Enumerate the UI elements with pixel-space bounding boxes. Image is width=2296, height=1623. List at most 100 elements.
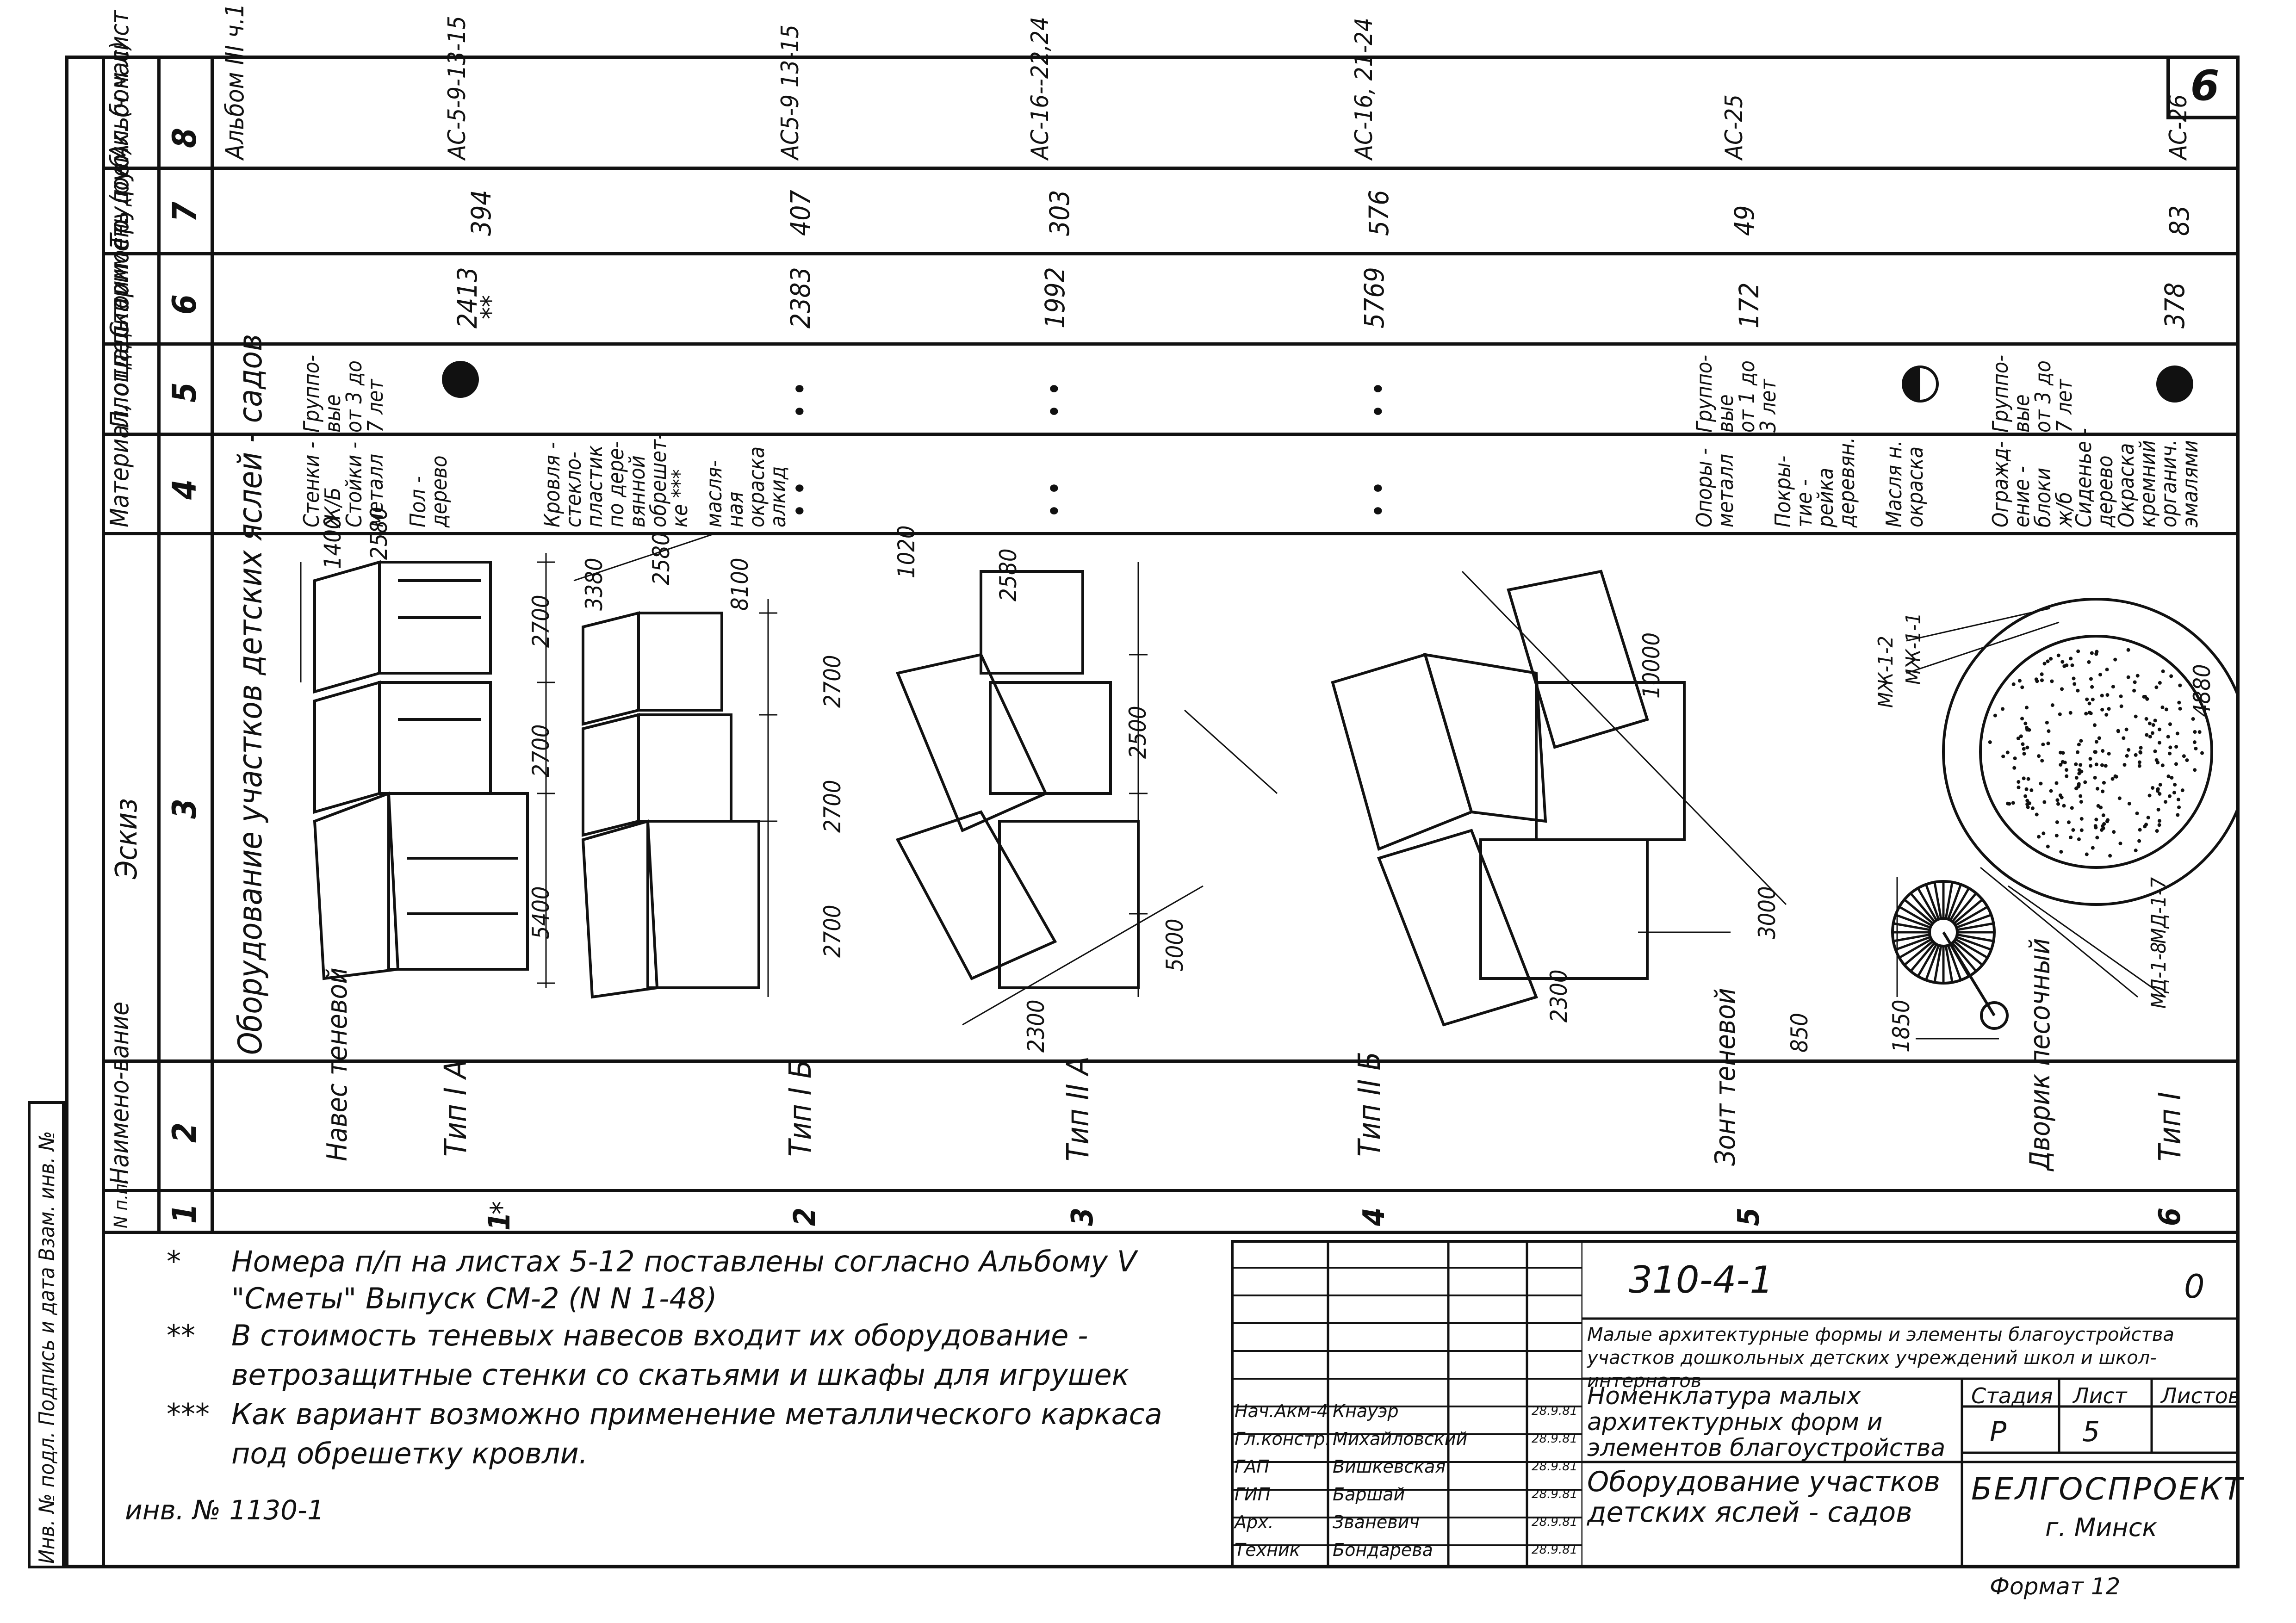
row-2-material: • • [784, 481, 817, 518]
col-no-8: 8 [166, 128, 204, 148]
dim-10000: 10000 [1638, 632, 1665, 699]
sand-dot [2025, 728, 2029, 732]
row-4-area: • • [1363, 381, 1395, 419]
row-1-name: Навес теневой [321, 967, 354, 1161]
sand-dot [2042, 831, 2046, 836]
umbrella-rib [1954, 899, 1983, 924]
album-ref: Альбом III ч.1 [220, 3, 249, 160]
sand-dot [2151, 723, 2155, 727]
umbrella-rib [1899, 906, 1931, 926]
sand-dot [2022, 776, 2026, 781]
col-no-2: 2 [166, 1122, 204, 1143]
sand-dot [2182, 754, 2186, 758]
sand-dot [2023, 721, 2028, 725]
row-2-area: • • [784, 381, 817, 419]
sand-dot [2158, 792, 2162, 796]
sand-dot [2145, 733, 2149, 737]
sand-dot [2122, 736, 2126, 740]
row-6-labor: 83 [2164, 205, 2195, 236]
sand-dot [2158, 783, 2162, 787]
sand-dot [2164, 707, 2168, 712]
sand-dot [2137, 760, 2141, 764]
sand-dot [2166, 735, 2170, 739]
sand-dot [2022, 747, 2026, 751]
col-no-6: 6 [166, 294, 204, 315]
dim-2300-b: 2300 [1545, 969, 1572, 1022]
sand-dot [1993, 713, 1997, 718]
umbrella-rib [1910, 893, 1935, 922]
sand-dot [2161, 669, 2165, 674]
col-no-4: 4 [166, 479, 204, 500]
sand-dot [2117, 796, 2122, 800]
row-4-cost: 5769 [1359, 267, 1390, 328]
sand-dot [2093, 750, 2097, 754]
sand-dot [2107, 707, 2111, 711]
sand-dot [2016, 736, 2020, 740]
sand-dot [2134, 714, 2138, 719]
col-header-2: Наимено-вание [105, 1001, 134, 1184]
row-4-material: • • [1363, 481, 1395, 518]
sand-dot [2175, 731, 2179, 736]
sand-dot [2017, 785, 2021, 789]
note-3-mark: *** [167, 1397, 210, 1431]
umbrella-rib [1896, 936, 1930, 951]
sheet-label: Лист [2073, 1383, 2127, 1408]
sand-dot [2134, 849, 2138, 853]
city: г. Минск [2045, 1513, 2157, 1542]
sand-dot [2012, 766, 2017, 770]
dim-850: 850 [1786, 1013, 1813, 1053]
sand-dot [2155, 829, 2159, 833]
sand-dot [2160, 763, 2165, 768]
row-2-cost: 2383 [785, 267, 816, 328]
row-5-no: 5 [1732, 1207, 1766, 1226]
band-line [102, 1059, 2240, 1063]
sand-dot [2090, 651, 2094, 655]
umbrella-rib [1958, 934, 1993, 942]
sand-dot [2087, 701, 2091, 706]
sand-dot [2119, 704, 2123, 708]
sand-dot [2085, 852, 2089, 856]
sand-dot [2056, 802, 2060, 806]
sand-dot [2169, 674, 2173, 678]
area-marker-full-6 [2156, 365, 2193, 403]
band-line [102, 167, 2240, 170]
sand-dot [2172, 791, 2176, 795]
dim-5000: 5000 [1161, 918, 1188, 972]
sand-dot [2144, 717, 2148, 721]
row-1-cost-note: ** [475, 295, 506, 319]
sand-dot [2024, 706, 2029, 710]
sand-dot [2137, 764, 2141, 768]
umbrella-rib [1925, 946, 1940, 980]
umbrella-rib [1925, 885, 1940, 919]
label-mk-1-1: МЖ-1-1 [1902, 613, 1925, 685]
signature-grid [1231, 1240, 1582, 1568]
sand-dot [2074, 776, 2079, 780]
signer-role: Арх. [1235, 1512, 1274, 1532]
umbrella-rib [1904, 941, 1933, 966]
sand-dot [2139, 750, 2143, 755]
col-no-3: 3 [166, 799, 204, 819]
sand-dot [2070, 806, 2074, 810]
sand-dot [2168, 722, 2172, 726]
sand-dot [2079, 739, 2083, 743]
sand-dot [2160, 705, 2165, 709]
sand-dot [2105, 693, 2110, 697]
sand-dot [2168, 751, 2172, 756]
sand-dot [2153, 749, 2157, 753]
umbrella-rib [1945, 947, 1954, 982]
sand-dot [2180, 788, 2184, 793]
material-block-2-a: Опоры -металл [1692, 448, 1738, 527]
sand-dot [2091, 846, 2095, 850]
note-2b: ветрозащитные стенки со скатьями и шкафы… [231, 1358, 1129, 1392]
umbrella-rib [1958, 922, 1993, 931]
sand-dot [2035, 679, 2039, 683]
header-divider [211, 56, 214, 1233]
signer-role: Нач.Акм-4 [1235, 1401, 1328, 1421]
sand-dot [2045, 720, 2049, 725]
sand-dot [2042, 800, 2047, 804]
sand-dot [2011, 801, 2015, 805]
sand-dot [2135, 674, 2140, 678]
